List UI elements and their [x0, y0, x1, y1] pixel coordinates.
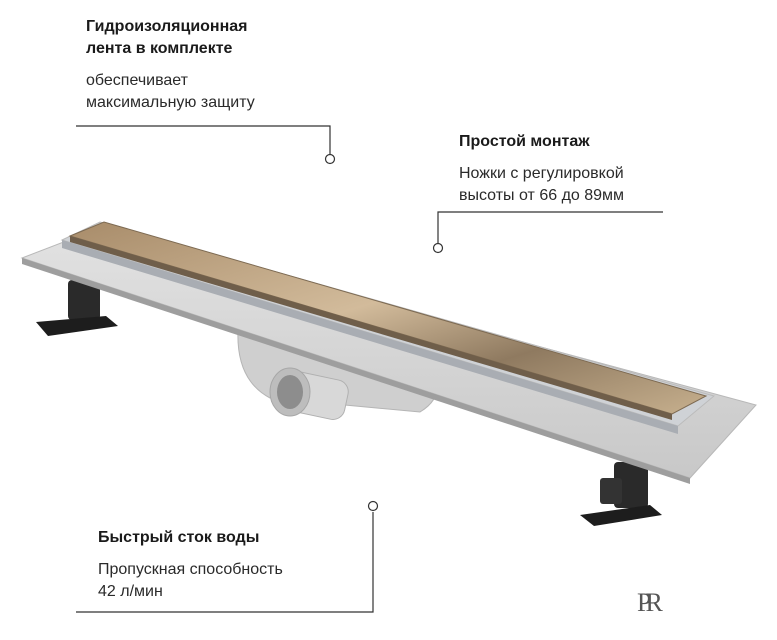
desc-line: высоты от 66 до 89мм — [459, 187, 625, 204]
feature-waterproofing-desc: обеспечивает максимальную защиту — [86, 70, 346, 114]
feature-installation-title: Простой монтаж — [459, 131, 719, 153]
feature-drainage: Быстрый сток воды Пропускная способность… — [98, 527, 398, 603]
feature-waterproofing-title: Гидроизоляционная лента в комплекте — [86, 16, 346, 60]
desc-line: 42 л/мин — [98, 583, 163, 600]
leg-left — [36, 280, 118, 336]
desc-line: максимальную защиту — [86, 94, 255, 111]
title-line: Быстрый сток воды — [98, 529, 260, 546]
title-line: лента в комплекте — [86, 40, 233, 57]
desc-line: Ножки с регулировкой — [459, 165, 624, 182]
feature-drainage-desc: Пропускная способность 42 л/мин — [98, 559, 398, 603]
brand-logo: PR — [637, 588, 663, 617]
feature-installation: Простой монтаж Ножки с регулировкой высо… — [459, 131, 719, 207]
title-line: Гидроизоляционная — [86, 18, 248, 35]
feature-installation-desc: Ножки с регулировкой высоты от 66 до 89м… — [459, 163, 719, 207]
feature-waterproofing: Гидроизоляционная лента в комплекте обес… — [86, 16, 346, 114]
feature-drainage-title: Быстрый сток воды — [98, 527, 398, 549]
desc-line: Пропускная способность — [98, 561, 283, 578]
drain-tray — [20, 221, 757, 484]
leg-right — [580, 462, 662, 526]
desc-line: обеспечивает — [86, 72, 188, 89]
callout-lines — [76, 125, 663, 613]
drain-grate — [68, 221, 708, 420]
title-line: Простой монтаж — [459, 133, 590, 150]
